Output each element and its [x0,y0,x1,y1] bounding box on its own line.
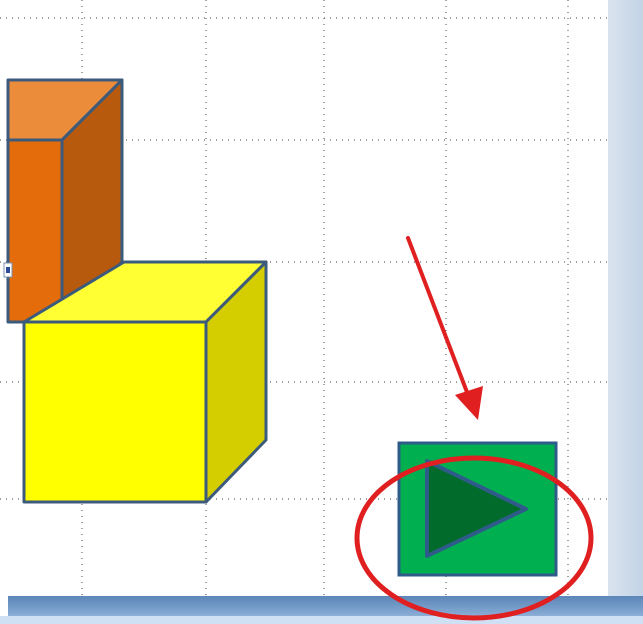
orange-cube-front [6,138,64,324]
window-frame-right [608,0,643,598]
play-icon [425,459,528,558]
annotation-arrow [406,236,483,420]
annotation-circle [354,455,594,621]
play-button[interactable] [397,441,558,577]
status-strip [0,616,643,624]
yellow-cube-front [22,320,208,504]
yellow-cube[interactable] [22,260,268,504]
selection-handle-mark [6,267,10,273]
